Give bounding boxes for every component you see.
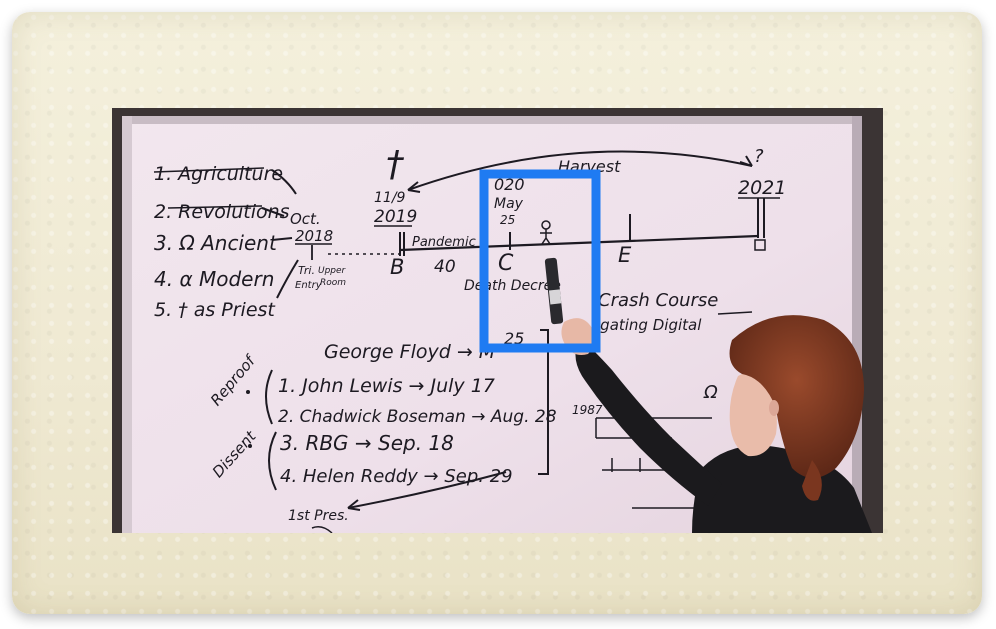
year-2021: 2021	[738, 177, 786, 199]
item-chadwick-boseman: 2. Chadwick Boseman → Aug. 28	[278, 407, 557, 427]
presenter-face	[729, 372, 777, 457]
oct-label: Oct.	[290, 210, 321, 228]
arrow	[271, 237, 293, 241]
entry-label: Entry	[295, 280, 323, 291]
year-2020: 020	[494, 175, 525, 194]
timeline: † 11/9 2019 Harvest ? 2021	[328, 144, 786, 334]
question-mark: ?	[754, 146, 764, 167]
left-item-3: 3. Ω Ancient	[154, 231, 278, 255]
whiteboard-top-rail	[122, 116, 862, 124]
omega-label: Ω	[703, 382, 718, 403]
arrow-head	[739, 155, 753, 167]
highlight-box	[479, 169, 601, 353]
stroke-line	[717, 311, 753, 315]
date-11-9: 11/9	[374, 190, 406, 206]
item-rbg: 3. RBG → Sep. 18	[280, 431, 454, 455]
room-label: Room	[320, 278, 346, 288]
marker-label	[548, 289, 562, 305]
death-decree-label: Death Decree	[464, 278, 561, 294]
presenter-hair	[729, 315, 864, 478]
bullet-dot	[248, 444, 252, 448]
box-mark	[754, 239, 766, 251]
upper-label: Upper	[318, 266, 347, 276]
arrow	[276, 259, 299, 299]
arrow-head	[407, 181, 421, 193]
forty-label: 40	[434, 257, 456, 277]
left-item-4: 4. α Modern	[154, 267, 274, 291]
item-helen-reddy: 4. Helen Reddy → Sep. 29	[280, 466, 513, 487]
george-floyd-line: George Floyd → M	[324, 341, 495, 363]
pandemic-label: Pandemic	[412, 235, 476, 250]
strikethrough-line	[167, 205, 263, 209]
letter-b: B	[390, 255, 404, 279]
item-john-lewis: 1. John Lewis → July 17	[278, 375, 495, 397]
bracket	[268, 431, 277, 491]
strikethrough-line	[153, 167, 265, 173]
bracket	[265, 369, 273, 425]
letter-e: E	[618, 243, 632, 267]
left-item-2: 2. Revolutions	[154, 201, 290, 223]
year-2018: 2018	[295, 227, 333, 245]
arrow	[347, 471, 507, 509]
presenter-arm	[575, 338, 722, 506]
year-1987: 1987	[572, 403, 603, 417]
first-pres-label: 1st Pres.	[288, 508, 349, 524]
bullet-dot	[246, 390, 250, 394]
navigating-digital-label: igating Digital	[596, 316, 702, 334]
right-bracket	[538, 329, 549, 475]
cross-symbol: †	[386, 144, 405, 185]
left-item-5: 5. † as Priest	[154, 299, 276, 321]
triumphal-label: Tri.	[298, 264, 315, 277]
day-25: 25	[500, 213, 515, 227]
left-item-1: 1. Agriculture	[154, 163, 283, 185]
letter-c: C	[498, 251, 514, 276]
whiteboard-photo: 1. Agriculture 2. Revolutions 3. Ω Ancie…	[112, 108, 883, 533]
harvest-arc	[407, 150, 753, 191]
whiteboard-left-rail	[122, 116, 132, 533]
stroke-line	[311, 526, 333, 533]
left-list: 1. Agriculture 2. Revolutions 3. Ω Ancie…	[153, 163, 347, 321]
timeline-main-line	[399, 234, 759, 252]
whiteboard-scene: 1. Agriculture 2. Revolutions 3. Ω Ancie…	[112, 108, 883, 533]
arrow	[271, 169, 297, 195]
crash-course-label: Crash Course	[598, 290, 718, 311]
twentyfive-label: 25	[504, 329, 524, 348]
arrow	[261, 207, 285, 217]
presenter-hair-bun	[802, 460, 822, 501]
whiteboard-right-rail	[852, 116, 862, 533]
may-label: May	[494, 196, 524, 212]
year-2019: 2019	[374, 207, 417, 227]
arrow-head	[347, 499, 361, 511]
stick-figure-body	[540, 229, 552, 245]
presenter-ear	[769, 400, 779, 416]
presenter-person	[544, 257, 872, 533]
